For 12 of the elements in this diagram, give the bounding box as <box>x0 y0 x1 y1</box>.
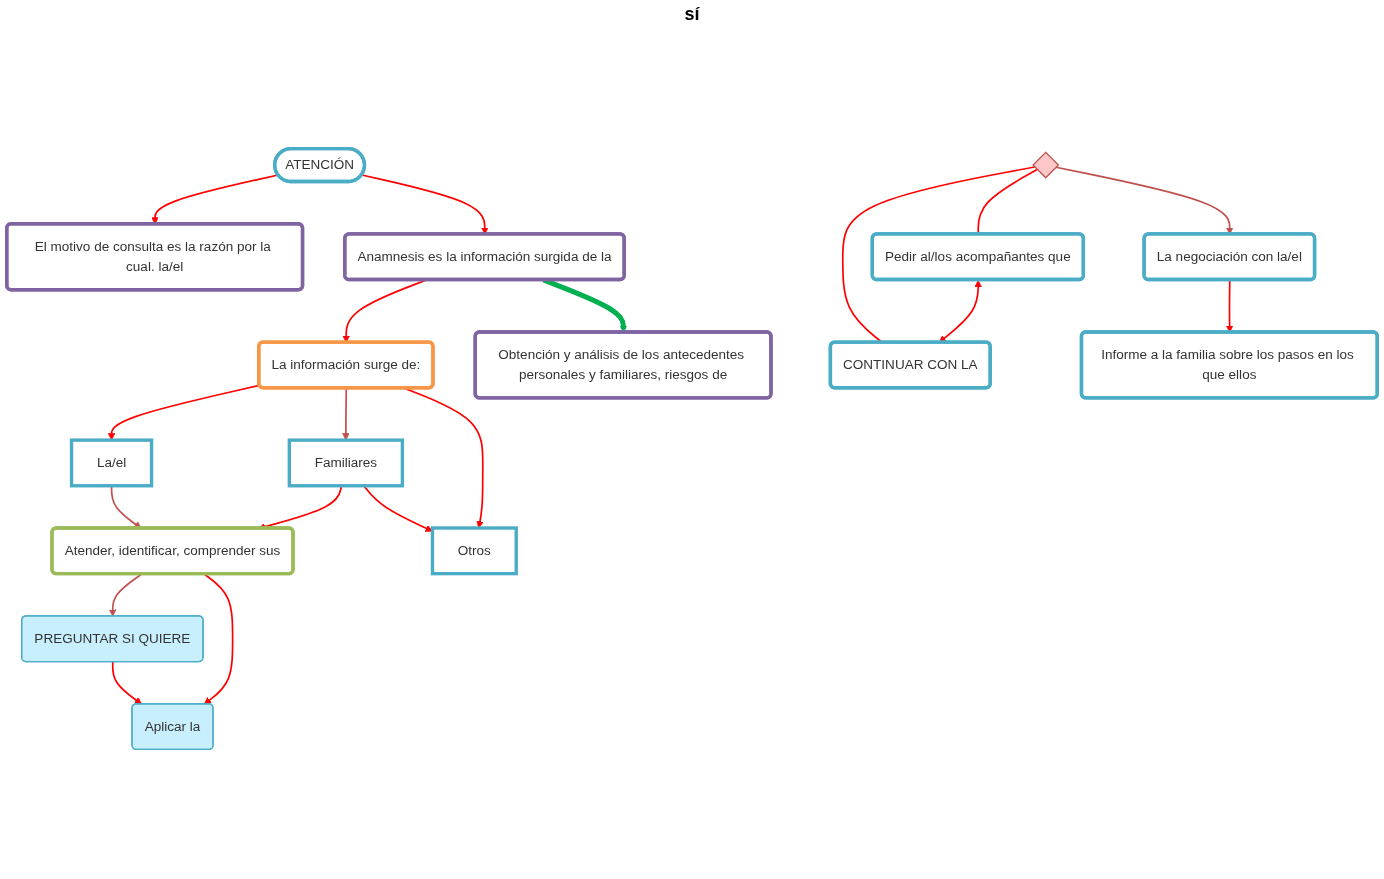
arrow <box>938 280 982 343</box>
arrow <box>111 661 143 705</box>
arrow <box>107 384 261 441</box>
node-diamond <box>1032 151 1060 179</box>
node-box: La/el <box>69 438 154 488</box>
note-text: sí <box>684 4 700 24</box>
arrow <box>203 573 234 705</box>
node-box: Familiares <box>287 438 405 488</box>
node-box: Otros <box>430 526 518 576</box>
arrow <box>108 573 143 617</box>
arrow <box>403 387 484 529</box>
arrow <box>342 387 350 441</box>
